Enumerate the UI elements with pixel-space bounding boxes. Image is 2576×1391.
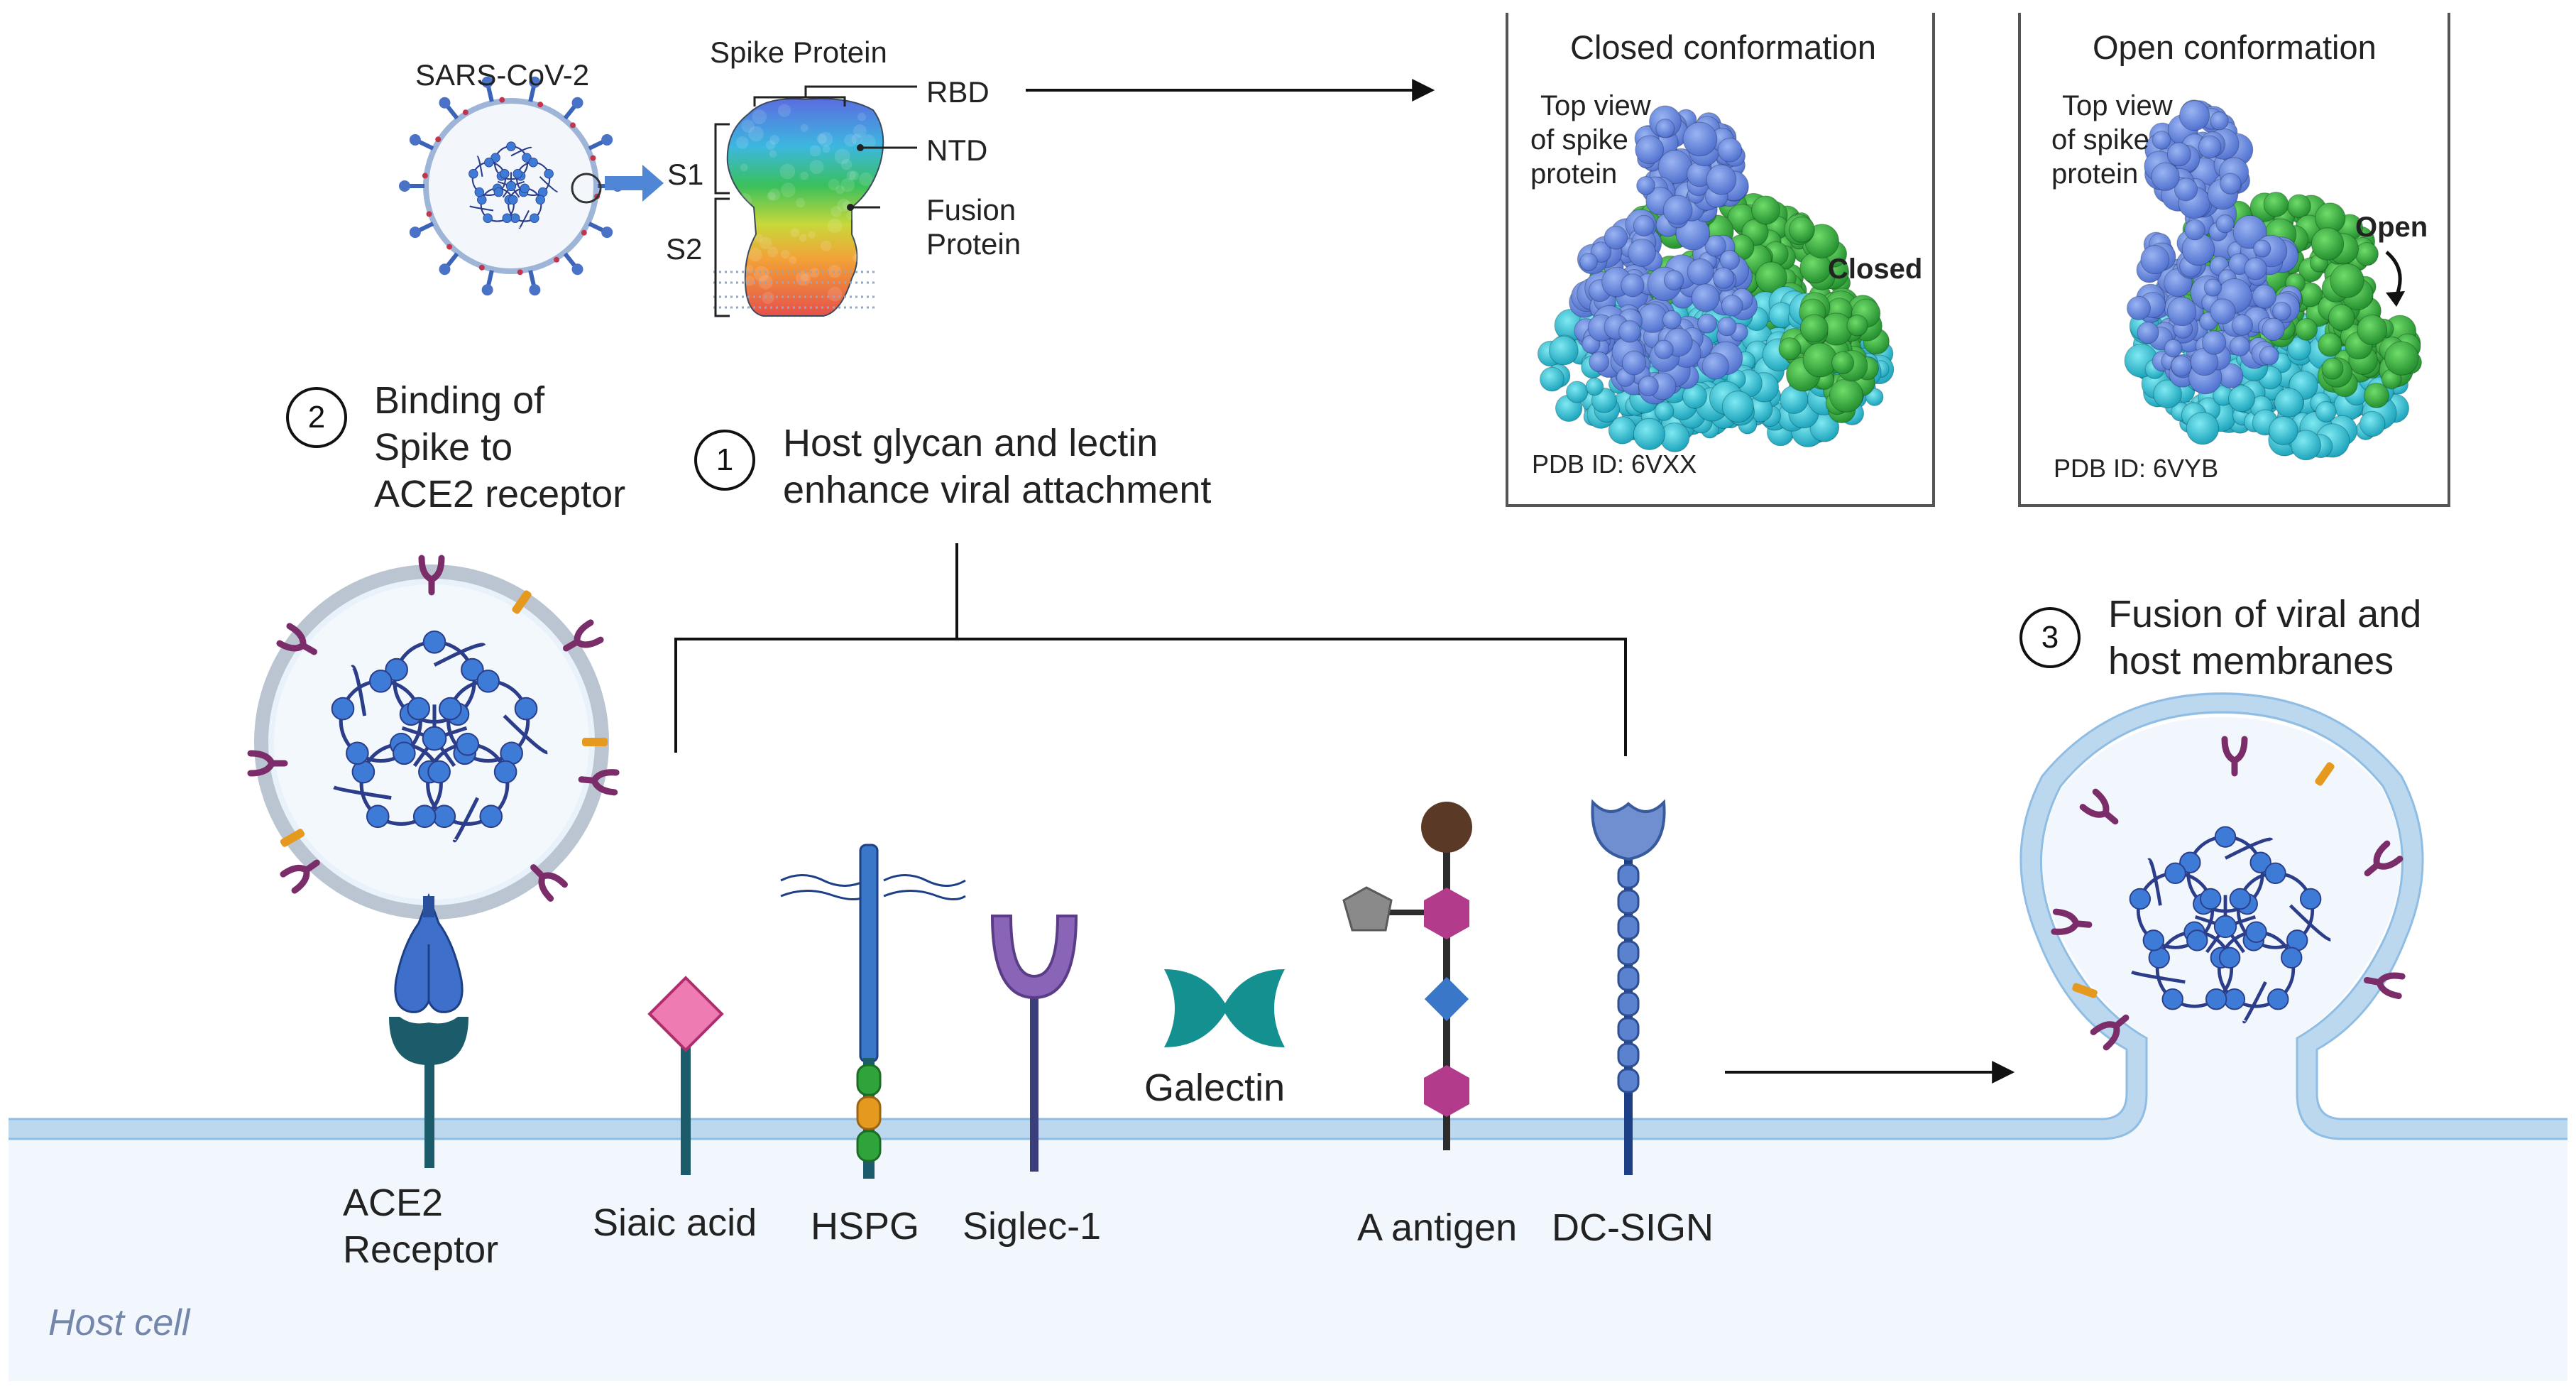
open-view-line2: of spike [2051, 123, 2149, 158]
open-view-line3: protein [2051, 157, 2138, 192]
dc-sign-label: DC-SIGN [1552, 1205, 1714, 1252]
ace2-label-line2: Receptor [343, 1227, 498, 1274]
closed-view-line2: of spike [1530, 123, 1628, 158]
virus-title: SARS-CoV-2 [415, 57, 589, 93]
rbd-label: RBD [926, 74, 990, 110]
open-conformation-panel [2019, 13, 2449, 506]
open-curved-arrow [2386, 252, 2400, 298]
open-spike-top-view [2125, 100, 2421, 460]
s2-label: S2 [666, 231, 702, 267]
galectin-label: Galectin [1144, 1065, 1285, 1112]
step-2-line2: Spike to [374, 425, 513, 471]
ace2-label-line1: ACE2 [343, 1180, 443, 1227]
a-antigen-label: A antigen [1357, 1205, 1517, 1252]
open-state-label: Open [2355, 210, 2428, 245]
open-pdb-id: PDB ID: 6VYB [2054, 453, 2218, 484]
hspg-label: HSPG [811, 1204, 919, 1250]
host-cell-label: Host cell [48, 1302, 191, 1343]
open-panel-title: Open conformation [2093, 27, 2377, 67]
step-3-line1: Fusion of viral and [2108, 591, 2421, 638]
closed-view-line1: Top view [1540, 89, 1651, 124]
step-1-line1: Host glycan and lectin [783, 420, 1158, 467]
step-1-number: 1 [694, 430, 755, 491]
step-2-line1: Binding of [374, 378, 544, 425]
s1-label: S1 [667, 156, 703, 192]
siglec-1-label: Siglec-1 [963, 1204, 1101, 1250]
closed-pdb-id: PDB ID: 6VXX [1532, 449, 1697, 480]
galectin-receptor[interactable] [1164, 969, 1285, 1047]
open-view-line1: Top view [2062, 89, 2173, 124]
virus-to-spike-arrow [605, 165, 664, 202]
glycan-lectin-bracket [676, 543, 1626, 756]
fusion-label-line2: Protein [926, 226, 1021, 262]
siaic-acid-label: Siaic acid [593, 1200, 757, 1247]
virus-small-illustration [399, 77, 623, 295]
spike-title: Spike Protein [710, 34, 887, 70]
ntd-label: NTD [926, 132, 987, 168]
step-3-number: 3 [2019, 607, 2081, 668]
closed-view-line3: protein [1530, 157, 1617, 192]
step-2-line3: ACE2 receptor [374, 471, 625, 518]
fusion-label-line1: Fusion [926, 192, 1016, 228]
step-2-number: 2 [286, 387, 347, 448]
spike-protein-structure [713, 87, 917, 316]
closed-panel-title: Closed conformation [1570, 27, 1876, 67]
step-1-line2: enhance viral attachment [783, 467, 1211, 514]
closed-state-label: Closed [1828, 252, 1922, 287]
a-antigen-receptor[interactable] [1344, 802, 1472, 1150]
virus-bound-illustration [251, 558, 616, 912]
step-3-line2: host membranes [2108, 638, 2394, 685]
